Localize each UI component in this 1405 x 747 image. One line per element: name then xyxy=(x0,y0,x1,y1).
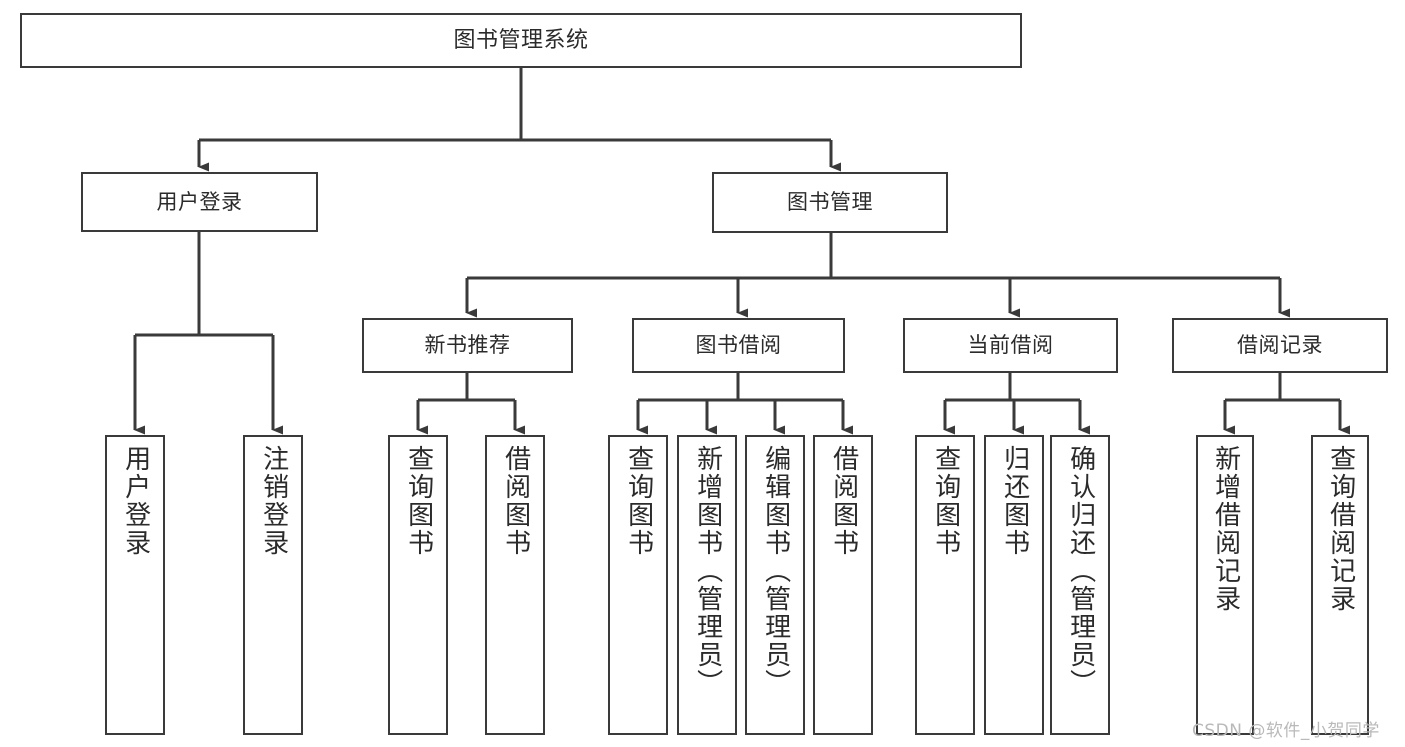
leaf-record-add[interactable]: 新增借阅记录 xyxy=(1196,435,1254,735)
leaf-user-login-logout[interactable]: 注销登录 xyxy=(243,435,303,735)
leaf-label: 注销登录 xyxy=(258,445,289,557)
leaf-newbook-borrow[interactable]: 借阅图书 xyxy=(485,435,545,735)
leaf-user-login-login[interactable]: 用户登录 xyxy=(105,435,165,735)
node-book-management-label: 图书管理 xyxy=(787,190,873,215)
leaf-record-query[interactable]: 查询借阅记录 xyxy=(1311,435,1369,735)
node-book-management[interactable]: 图书管理 xyxy=(712,172,948,233)
node-book-borrow-label: 图书借阅 xyxy=(695,333,782,358)
leaf-label: 查询借阅记录 xyxy=(1325,445,1356,613)
leaf-current-return[interactable]: 归还图书 xyxy=(984,435,1044,735)
leaf-label: 新增图书（管理员） xyxy=(692,445,723,697)
node-borrow-record[interactable]: 借阅记录 xyxy=(1172,318,1388,373)
leaf-borrow-add[interactable]: 新增图书（管理员） xyxy=(677,435,737,735)
node-current-borrow[interactable]: 当前借阅 xyxy=(903,318,1118,373)
leaf-label: 确认归还（管理员） xyxy=(1065,445,1096,697)
node-book-borrow[interactable]: 图书借阅 xyxy=(632,318,845,373)
leaf-label: 归还图书 xyxy=(999,445,1030,557)
node-new-book-recommend[interactable]: 新书推荐 xyxy=(362,318,573,373)
node-current-borrow-label: 当前借阅 xyxy=(967,333,1054,358)
node-user-login[interactable]: 用户登录 xyxy=(81,172,318,232)
node-new-book-recommend-label: 新书推荐 xyxy=(424,333,511,358)
leaf-borrow-edit[interactable]: 编辑图书（管理员） xyxy=(745,435,805,735)
leaf-label: 用户登录 xyxy=(120,445,151,557)
leaf-label: 查询图书 xyxy=(403,445,434,557)
node-borrow-record-label: 借阅记录 xyxy=(1237,333,1323,358)
leaf-label: 查询图书 xyxy=(623,445,654,557)
leaf-borrow-borrow[interactable]: 借阅图书 xyxy=(813,435,873,735)
node-root[interactable]: 图书管理系统 xyxy=(20,13,1022,68)
leaf-newbook-query[interactable]: 查询图书 xyxy=(388,435,448,735)
node-root-label: 图书管理系统 xyxy=(453,27,589,53)
watermark: CSDN @软件_小贺同学 xyxy=(1192,721,1380,741)
leaf-current-query[interactable]: 查询图书 xyxy=(915,435,975,735)
leaf-label: 查询图书 xyxy=(930,445,961,557)
node-user-login-label: 用户登录 xyxy=(156,189,243,214)
leaf-label: 借阅图书 xyxy=(828,445,859,557)
leaf-borrow-query[interactable]: 查询图书 xyxy=(608,435,668,735)
leaf-label: 借阅图书 xyxy=(500,445,531,557)
leaf-label: 编辑图书（管理员） xyxy=(760,445,791,697)
leaf-current-confirm-return[interactable]: 确认归还（管理员） xyxy=(1050,435,1110,735)
leaf-label: 新增借阅记录 xyxy=(1210,445,1241,613)
